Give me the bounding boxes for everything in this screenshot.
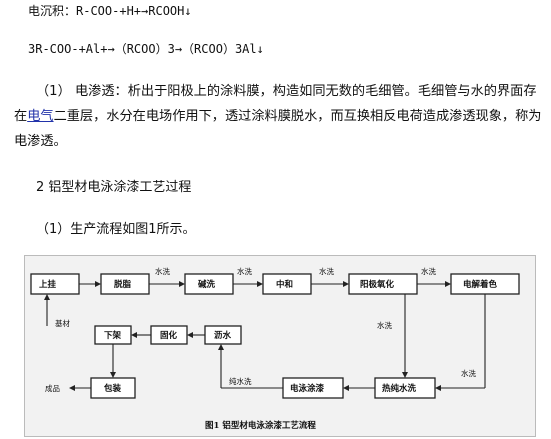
flow-diagram-svg: 上挂 脱脂 碱洗 中和 阳极氧化 电解着色 水洗 水洗 水洗 水洗 基材 水洗 …: [30, 266, 520, 431]
section-heading: 2 铝型材电泳涂漆工艺过程: [36, 180, 192, 195]
box-jianxi-label: 碱洗: [198, 279, 216, 290]
subsection-text: （1）生产流程如图1所示。: [36, 222, 196, 237]
figure-caption: 图1 铝型材电泳涂漆工艺流程: [205, 420, 316, 431]
edge-label-6: 水洗: [461, 368, 476, 378]
box-yangji: 阳极氧化: [348, 273, 418, 295]
box-diantu-label: 电泳涂漆: [290, 383, 325, 394]
box-xiajia-label: 下架: [104, 330, 122, 341]
process-flow-figure: 上挂 脱脂 碱洗 中和 阳极氧化 电解着色 水洗 水洗 水洗 水洗 基材 水洗 …: [24, 255, 536, 437]
box-dianjie-label: 电解着色: [463, 279, 498, 290]
box-baozhuang-label: 包装: [104, 383, 122, 394]
box-tuozhi: 脱脂: [100, 273, 150, 295]
box-rechun-label: 热纯水洗: [382, 383, 417, 394]
box-lishui: 沥水: [204, 325, 242, 345]
paragraph-text-part2: 二重层，水分在电场作用下，透过涂料膜脱水，而互换相反电荷造成渗透现象，称为电渗透…: [14, 109, 542, 149]
edge-label-3: 水洗: [319, 266, 334, 276]
paragraph-electroosmosis: （1） 电渗透：析出于阳极上的涂料膜，构造如同无数的毛细管。毛细管与水的界面存在…: [14, 79, 542, 154]
box-shanggua-label: 上挂: [39, 279, 57, 290]
box-diantu: 电泳涂漆: [282, 377, 344, 399]
box-shanggua: 上挂: [30, 273, 80, 295]
box-jianxi: 碱洗: [184, 273, 234, 295]
paragraph-text-part1: （1） 电渗透：析出于阳极上的涂料膜，构造如同无数的毛细管。毛细管与水的界面存在: [14, 84, 537, 124]
box-zhonghe: 中和: [262, 273, 312, 295]
edge-label-7: 纯水洗: [229, 376, 252, 386]
box-guhua-label: 固化: [160, 330, 178, 341]
box-yangji-label: 阳极氧化: [360, 279, 395, 290]
box-rechun: 热纯水洗: [374, 377, 436, 399]
edge-label-2: 水洗: [237, 266, 252, 276]
equation-aluminum: 3R-COO-+Al+→（RCOO）3→（RCOO）3Al↓: [28, 42, 264, 56]
edge-label-jicai: 基材: [55, 318, 70, 328]
box-dianjie: 电解着色: [450, 273, 520, 295]
link-electric[interactable]: 电气: [27, 109, 54, 124]
box-xiajia: 下架: [94, 325, 132, 345]
box-tuozhi-label: 脱脂: [114, 279, 132, 290]
box-baozhuang: 包装: [90, 377, 136, 399]
edge-label-1: 水洗: [155, 266, 170, 276]
box-zhonghe-label: 中和: [276, 279, 293, 290]
box-lishui-label: 沥水: [214, 330, 232, 341]
edge-label-chengpin: 成品: [45, 383, 60, 393]
box-guhua: 固化: [150, 325, 188, 345]
edge-label-5: 水洗: [377, 320, 392, 330]
equation-electrodeposition: 电沉积：R-COO-+H+→RCOOH↓: [28, 4, 192, 18]
edge-label-4: 水洗: [421, 266, 436, 276]
